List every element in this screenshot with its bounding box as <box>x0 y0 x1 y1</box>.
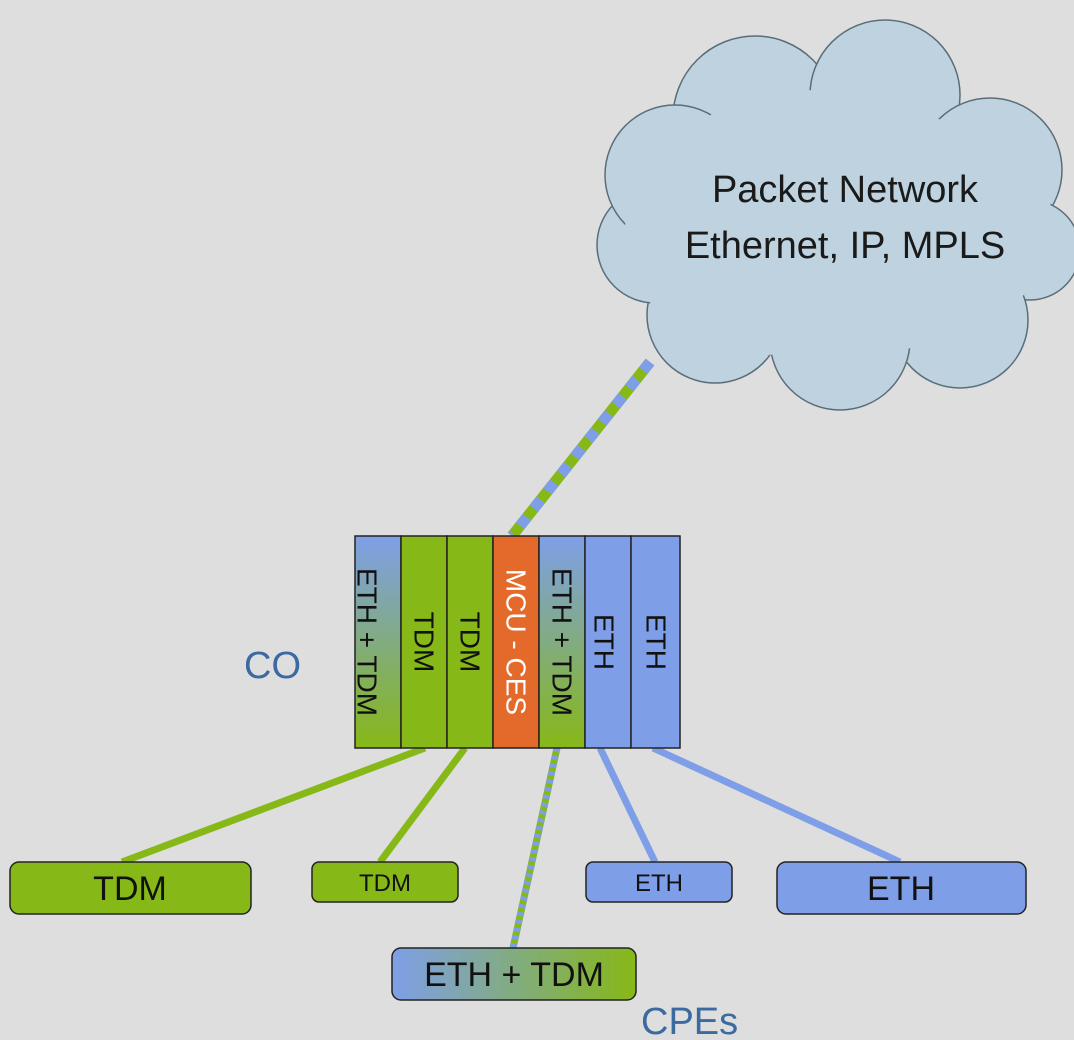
cloud-subtitle: Ethernet, IP, MPLS <box>685 225 1005 267</box>
card-mcu-ces-label: MCU - CES <box>501 569 532 715</box>
cpe-tdm-large-label: TDM <box>93 870 167 908</box>
packet-network-cloud: Packet Network Ethernet, IP, MPLS <box>596 19 1074 411</box>
co-chassis: ETH + TDM TDM TDM MCU - CES ETH + TDM ET… <box>352 535 681 749</box>
card-eth-2-label: ETH <box>641 614 672 670</box>
cpe-eth-small: ETH <box>585 861 733 903</box>
card-tdm-2 <box>446 535 494 749</box>
cpes-label: CPEs <box>641 1001 738 1040</box>
cloud-title: Packet Network <box>712 169 979 211</box>
link-tdm-small <box>377 745 468 865</box>
card-tdm-1 <box>400 535 448 749</box>
cpe-tdm-small: TDM <box>311 861 459 903</box>
card-eth-2 <box>630 535 681 749</box>
cpe-eth-tdm-label: ETH + TDM <box>424 956 604 994</box>
card-eth-1 <box>584 535 632 749</box>
link-mixed <box>509 747 561 949</box>
card-eth-tdm-2-label: ETH + TDM <box>547 568 578 716</box>
co-label: CO <box>244 645 301 687</box>
cpe-tdm-small-label: TDM <box>359 870 411 897</box>
cpe-eth-tdm: ETH + TDM <box>391 947 637 1001</box>
cpe-eth-large: ETH <box>776 861 1027 915</box>
card-tdm-2-label: TDM <box>455 612 486 673</box>
link-eth-large <box>651 744 902 866</box>
card-eth-tdm-2 <box>538 535 586 749</box>
link-tdm-large <box>120 744 427 866</box>
card-tdm-1-label: TDM <box>409 612 440 673</box>
uplink-connection <box>507 358 655 540</box>
link-eth-small <box>596 746 659 864</box>
card-eth-tdm-1 <box>354 535 402 749</box>
card-eth-1-label: ETH <box>589 614 620 670</box>
cpe-tdm-large: TDM <box>9 861 252 915</box>
cpe-eth-large-label: ETH <box>867 870 935 908</box>
cpe-eth-small-label: ETH <box>635 870 683 897</box>
card-eth-tdm-1-label: ETH + TDM <box>352 568 383 716</box>
